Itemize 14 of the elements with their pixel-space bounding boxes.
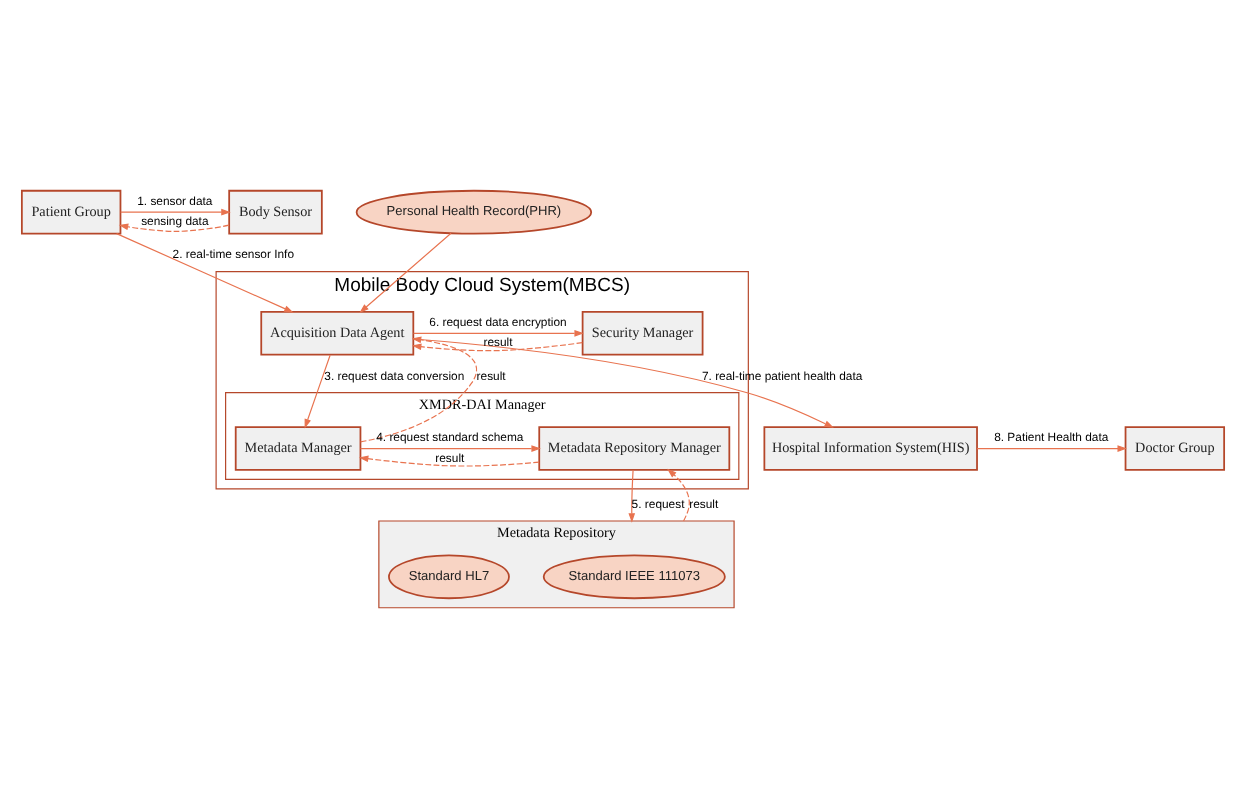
arrow bbox=[360, 335, 478, 442]
arrow bbox=[628, 468, 636, 522]
arrow bbox=[359, 231, 452, 312]
arrow bbox=[976, 444, 1127, 451]
arrow bbox=[304, 353, 331, 428]
arrow bbox=[358, 454, 540, 466]
arrow bbox=[118, 222, 230, 231]
arrow bbox=[412, 329, 584, 336]
arrow bbox=[120, 207, 231, 215]
arrow bbox=[116, 232, 294, 312]
arrow bbox=[412, 337, 834, 427]
arrow bbox=[411, 341, 583, 351]
arrow bbox=[359, 444, 541, 451]
arrow bbox=[667, 467, 690, 521]
